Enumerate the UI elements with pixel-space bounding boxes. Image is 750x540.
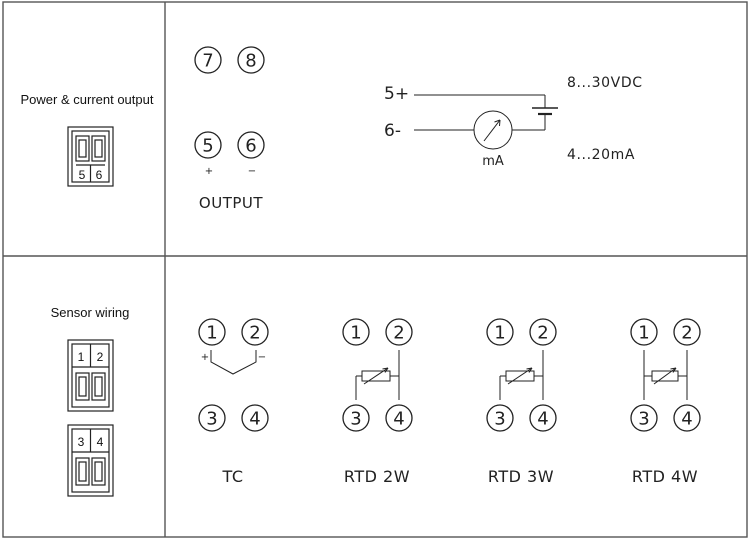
rtd4w-terminal-2-label: 2 — [681, 323, 692, 344]
rtd2w-terminal-1-label: 1 — [350, 323, 361, 344]
rtd4w-variable-arrow — [653, 367, 677, 385]
rtd2w-variable-arrow — [363, 367, 389, 385]
rtd3w-terminal-2-label: 2 — [537, 323, 548, 344]
tc-terminal-4-label: 4 — [249, 409, 260, 430]
rtd4w-terminal-1-label: 1 — [638, 323, 649, 344]
terminal-circle-7 — [194, 46, 222, 74]
ammeter-needle-arrowhead — [494, 119, 501, 127]
rtd2w-terminal-4 — [385, 404, 413, 432]
thermocouple-junction — [210, 350, 257, 375]
supply-voltage-label: 8...30VDC — [567, 75, 643, 91]
rtd3w-wiring — [499, 350, 544, 400]
rtd4w-terminal-3 — [630, 404, 658, 432]
tc-terminal-4 — [241, 404, 269, 432]
output-plus-sign: + — [205, 166, 213, 177]
tc-terminal-3-label: 3 — [206, 409, 217, 430]
rtd2w-terminal-2 — [385, 318, 413, 346]
output-terminal-circles — [194, 46, 265, 159]
ammeter-label: mA — [482, 154, 504, 169]
sensor-terminal-block-b — [67, 424, 114, 497]
connector-terminal-6: 6 — [96, 168, 103, 182]
terminal-circle-8 — [237, 46, 265, 74]
sensor-tc: 1 2 3 4 + − TC — [198, 318, 269, 486]
tc-terminal-3 — [198, 404, 226, 432]
rtd3w-terminal-4 — [529, 404, 557, 432]
section-label-power: Power & current output — [21, 92, 154, 107]
rtd3w-terminal-2 — [529, 318, 557, 346]
tc-terminal-1 — [198, 318, 226, 346]
connector-terminal-3: 3 — [78, 435, 85, 449]
tc-terminal-2-label: 2 — [249, 323, 260, 344]
ammeter-needle — [483, 119, 501, 142]
sensor-terminal-block-a — [67, 339, 114, 412]
tc-plus-sign: + — [201, 352, 209, 363]
connector-terminal-5: 5 — [79, 168, 86, 182]
connector-terminal-4: 4 — [97, 435, 104, 449]
rtd4w-terminal-4 — [673, 404, 701, 432]
rtd4w-terminal-2 — [673, 318, 701, 346]
circuit-plus-label: 5+ — [384, 84, 409, 104]
terminal-8-label: 8 — [245, 51, 256, 72]
output-minus-sign: − — [248, 166, 256, 177]
rtd3w-terminal-3 — [486, 404, 514, 432]
rtd2w-terminal-4-label: 4 — [393, 409, 404, 430]
terminal-circle-5 — [194, 131, 222, 159]
current-loop-circuit — [414, 94, 558, 150]
rtd2w-terminal-2-label: 2 — [393, 323, 404, 344]
terminal-5-label: 5 — [202, 136, 213, 157]
output-label: OUTPUT — [199, 194, 263, 212]
rtd3w-terminal-4-label: 4 — [537, 409, 548, 430]
rtd2w-terminal-1 — [342, 318, 370, 346]
tc-terminal-2 — [241, 318, 269, 346]
tc-terminal-1-label: 1 — [206, 323, 217, 344]
connector-terminal-1: 1 — [78, 350, 85, 364]
rtd3w-variable-arrow — [507, 367, 533, 385]
power-terminal-block — [67, 126, 114, 187]
rtd2w-wiring — [355, 350, 400, 400]
sensor-rtd-3w: 1 2 3 4 RTD 3W — [486, 318, 557, 486]
current-range-label: 4...20mA — [567, 147, 635, 163]
rtd4w-terminal-4-label: 4 — [681, 409, 692, 430]
section-label-sensor: Sensor wiring — [51, 305, 130, 320]
terminal-6-label: 6 — [245, 136, 256, 157]
rtd3w-terminal-3-label: 3 — [494, 409, 505, 430]
tc-caption: TC — [221, 467, 243, 486]
terminal-7-label: 7 — [202, 51, 213, 72]
tc-minus-sign: − — [258, 352, 266, 363]
rtd4w-caption: RTD 4W — [632, 467, 698, 486]
rtd2w-caption: RTD 2W — [344, 467, 410, 486]
connector-terminal-2: 2 — [97, 350, 104, 364]
rtd3w-terminal-1-label: 1 — [494, 323, 505, 344]
rtd2w-terminal-3-label: 3 — [350, 409, 361, 430]
circuit-minus-label: 6- — [384, 121, 401, 141]
terminal-circle-6 — [237, 131, 265, 159]
rtd3w-caption: RTD 3W — [488, 467, 554, 486]
rtd2w-terminal-3 — [342, 404, 370, 432]
sensor-rtd-2w: 1 2 3 4 RTD 2W — [342, 318, 413, 486]
rtd4w-wiring — [643, 350, 688, 400]
sensor-rtd-4w: 1 2 3 4 RTD 4W — [630, 318, 701, 486]
rtd4w-terminal-3-label: 3 — [638, 409, 649, 430]
rtd3w-terminal-1 — [486, 318, 514, 346]
rtd4w-terminal-1 — [630, 318, 658, 346]
